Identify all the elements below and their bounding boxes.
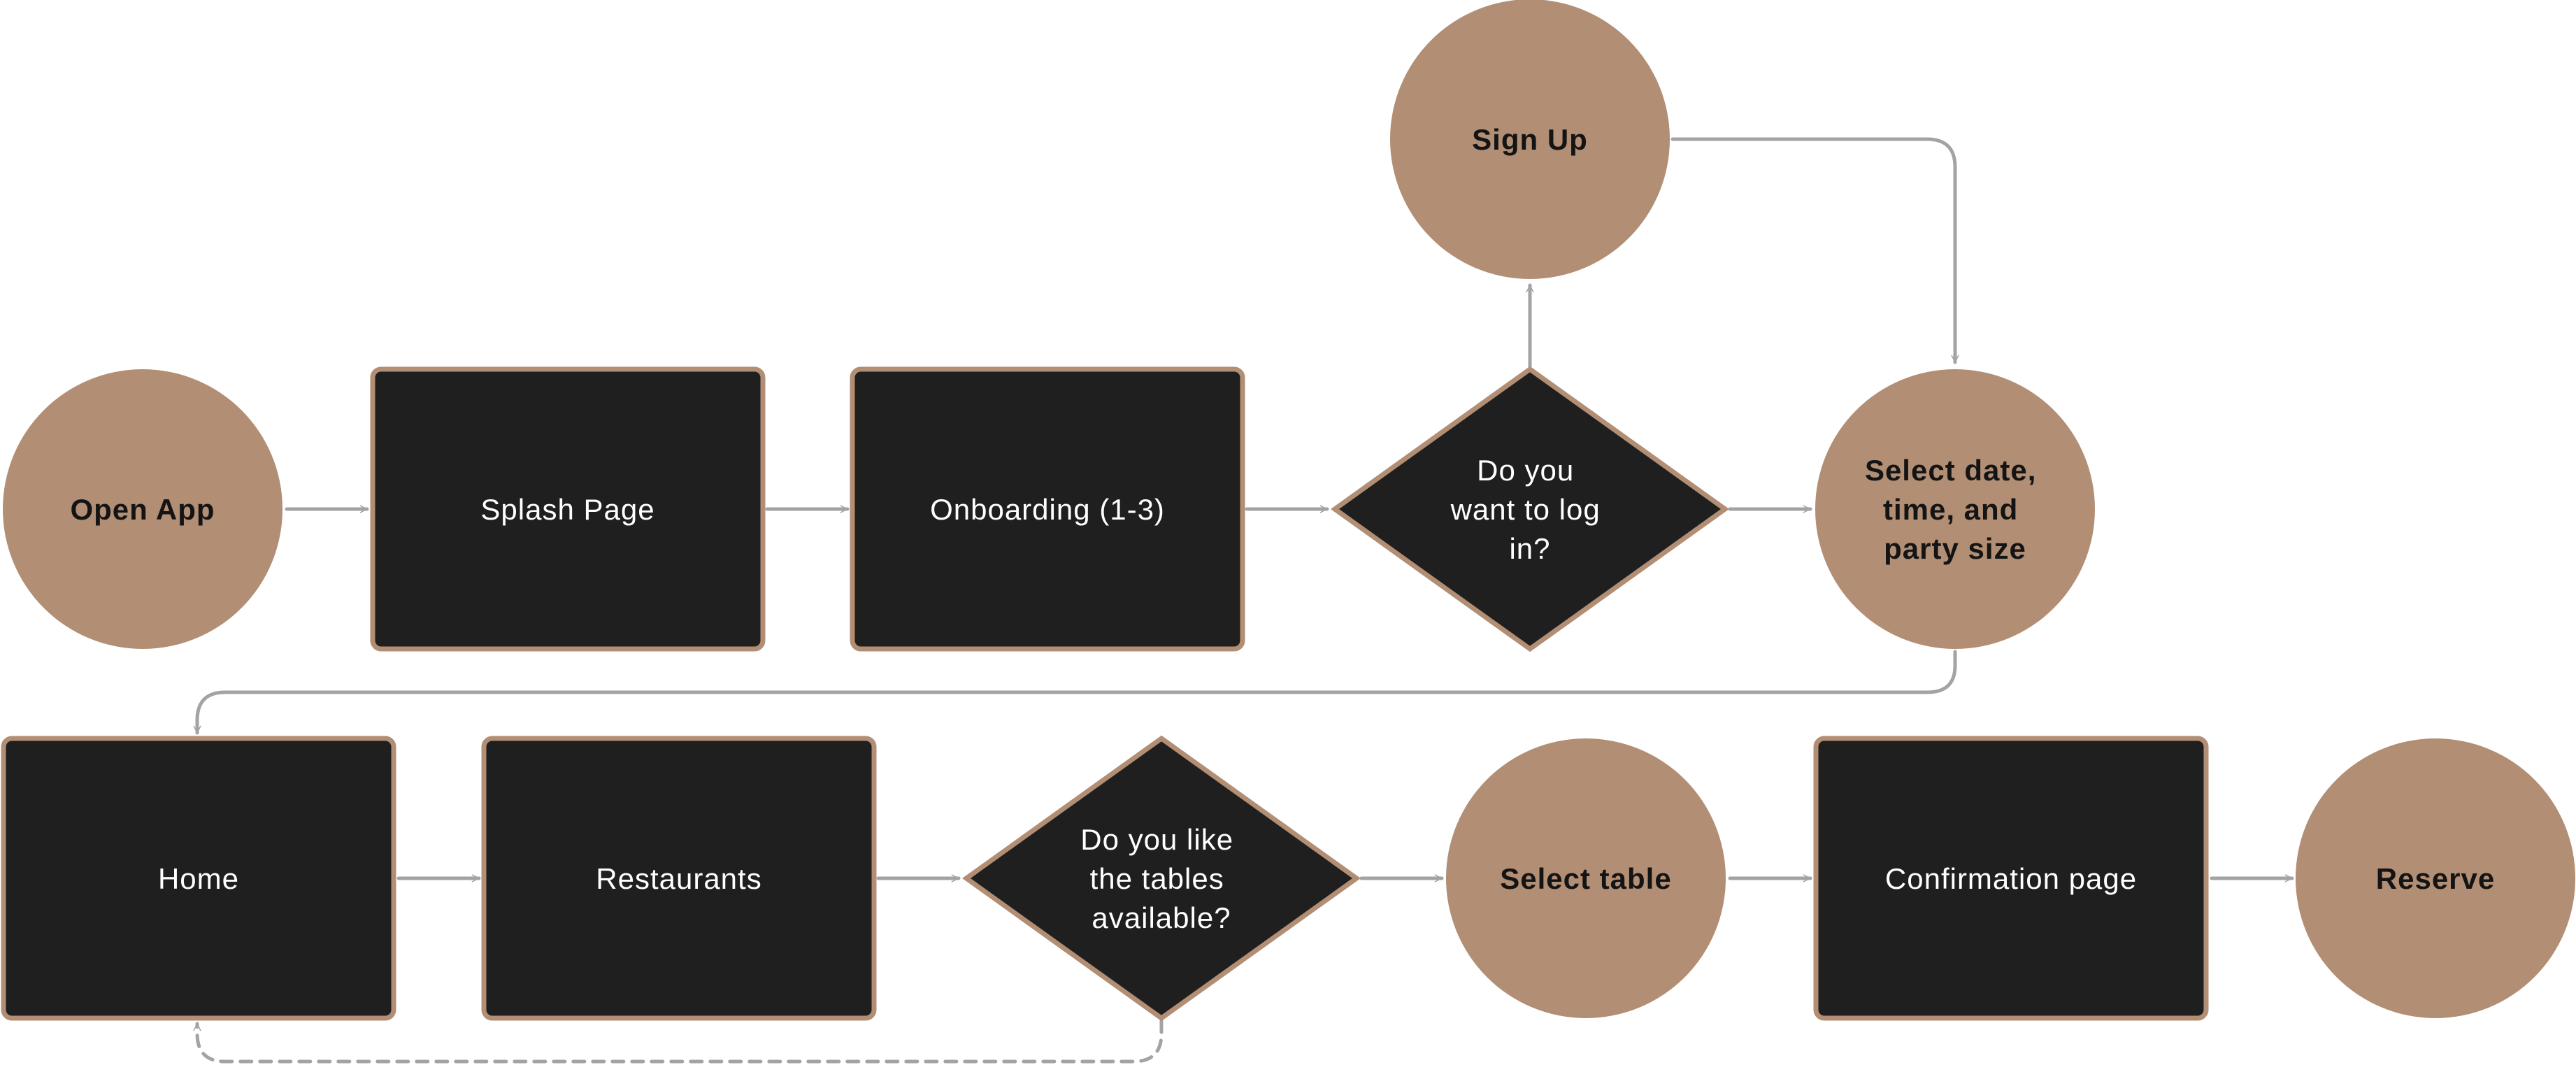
select-table-label: Select table [1500, 862, 1671, 895]
node-reserve: Reserve [2296, 738, 2575, 1018]
node-home: Home [1, 736, 396, 1021]
restaurants-label-line-1: Restaurants [596, 862, 761, 895]
sign-up-circle [1390, 0, 1670, 279]
confirmation-page-label: Confirmation page [1885, 862, 2137, 895]
login-decision-label: Do you want to log in? [1450, 454, 1610, 565]
node-confirmation-page: Confirmation page [1813, 736, 2209, 1021]
home-label: Home [158, 862, 239, 895]
reserve-label-line-1: Reserve [2376, 862, 2495, 895]
splash-page-label: Splash Page [480, 493, 654, 526]
node-sign-up: Sign Up [1390, 0, 1670, 279]
select-date-label: Select date, time, and party size [1865, 454, 2045, 565]
onboarding-label-line-1: Onboarding (1-3) [930, 493, 1165, 526]
confirmation-page-label-line-1: Confirmation page [1885, 862, 2137, 895]
splash-page-box [370, 366, 766, 652]
select-date-label-line-1: Select date, [1865, 454, 2036, 487]
node-open-app: Open App [3, 369, 282, 649]
node-select-table: Select table [1446, 738, 1726, 1018]
connectors [193, 137, 2294, 1064]
node-onboarding: Onboarding (1-3) [850, 366, 1245, 652]
tables-decision-label-line-2: the tables [1090, 862, 1224, 895]
select-table-label-line-1: Select table [1500, 862, 1671, 895]
edge-tables-decision-to-home [193, 1019, 1164, 1064]
restaurants-label: Restaurants [596, 862, 761, 895]
tables-decision-label-line-1: Do you like [1080, 823, 1233, 856]
tables-decision-diamond [961, 735, 1361, 1022]
reserve-label: Reserve [2376, 862, 2495, 895]
sign-up-label: Sign Up [1472, 123, 1588, 156]
open-app-label-line-1: Open App [70, 493, 215, 526]
select-date-circle [1815, 369, 2095, 649]
tables-decision-label: Do you like the tables available? [1080, 823, 1242, 934]
sign-up-label-line-1: Sign Up [1472, 123, 1588, 156]
edge-sign-up-to-select-date [1670, 137, 1959, 364]
onboarding-label: Onboarding (1-3) [930, 493, 1165, 526]
edge-select-date-to-home [193, 650, 1957, 735]
node-restaurants: Restaurants [481, 736, 877, 1021]
select-date-label-line-3: party size [1884, 532, 2026, 565]
onboarding-box [850, 366, 1245, 652]
login-decision-label-line-3: in? [1509, 532, 1550, 565]
reserve-circle [2296, 738, 2575, 1018]
splash-page-label-line-1: Splash Page [480, 493, 654, 526]
home-box [1, 736, 396, 1021]
tables-decision-label-line-3: available? [1092, 901, 1231, 934]
open-app-circle [3, 369, 282, 649]
node-splash-page: Splash Page [370, 366, 766, 652]
select-date-label-line-2: time, and [1883, 493, 2018, 526]
node-login-decision: Do you want to log in? [1330, 366, 1730, 652]
open-app-label: Open App [70, 493, 215, 526]
node-select-date: Select date, time, and party size [1815, 369, 2095, 649]
login-decision-label-line-1: Do you [1477, 454, 1574, 487]
select-table-circle [1446, 738, 1726, 1018]
restaurants-box [481, 736, 877, 1021]
home-label-line-1: Home [158, 862, 239, 895]
login-decision-diamond [1330, 366, 1730, 652]
login-decision-label-line-2: want to log [1450, 493, 1601, 526]
node-tables-decision: Do you like the tables available? [961, 735, 1361, 1022]
confirmation-page-box [1813, 736, 2209, 1021]
